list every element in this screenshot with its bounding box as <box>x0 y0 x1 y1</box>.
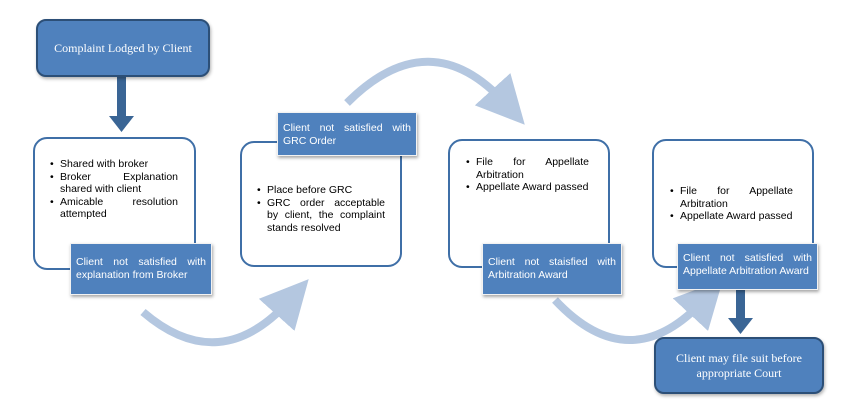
stage3-bullet: File for Appellate Arbitration <box>466 156 589 181</box>
stage2-bullet: Place before GRC <box>257 184 385 197</box>
stage3-bullets: File for Appellate Arbitration Appellate… <box>466 156 589 194</box>
stage1-bullet: Broker Explanation shared with client <box>50 171 178 196</box>
stage4-bullet: File for Appellate Arbitration <box>670 185 793 210</box>
stage3-escalation-text: Client not staisfied with Arbitration Aw… <box>488 256 616 281</box>
stage1-escalation: Client not satisfied with explanation fr… <box>70 243 212 295</box>
curved-arrow-1 <box>140 279 309 347</box>
stage3-bullet: Appellate Award passed <box>466 181 589 194</box>
curved-arrow-3 <box>552 279 724 344</box>
end-box: Client may file suit before appropriate … <box>654 337 824 394</box>
curved-arrow-2 <box>344 57 525 125</box>
stage2-bullet: GRC order acceptable by client, the comp… <box>257 197 385 235</box>
down-arrow-2 <box>728 290 753 334</box>
stage3-escalation: Client not staisfied with Arbitration Aw… <box>482 243 622 295</box>
stage1-bullet: Shared with broker <box>50 158 178 171</box>
start-label: Complaint Lodged by Client <box>54 40 192 55</box>
stage4-bullets: File for Appellate Arbitration Appellate… <box>670 185 793 223</box>
stage2-bullets: Place before GRC GRC order acceptable by… <box>257 184 385 234</box>
down-arrow-1 <box>109 76 134 132</box>
stage4-escalation-text: Client not satisfied with Appellate Arbi… <box>683 252 812 277</box>
stage1-escalation-text: Client not satisfied with explanation fr… <box>76 256 206 281</box>
end-label: Client may file suit before appropriate … <box>676 350 802 380</box>
stage2-header-text: Client not satisfied with GRC Order <box>283 122 411 147</box>
stage1-bullet: Amicable resolution attempted <box>50 196 178 221</box>
start-box: Complaint Lodged by Client <box>36 19 210 77</box>
stage1-bullets: Shared with broker Broker Explanation sh… <box>50 158 178 221</box>
stage4-escalation: Client not satisfied with Appellate Arbi… <box>677 243 818 290</box>
stage2-header: Client not satisfied with GRC Order <box>277 112 417 156</box>
stage4-bullet: Appellate Award passed <box>670 210 793 223</box>
